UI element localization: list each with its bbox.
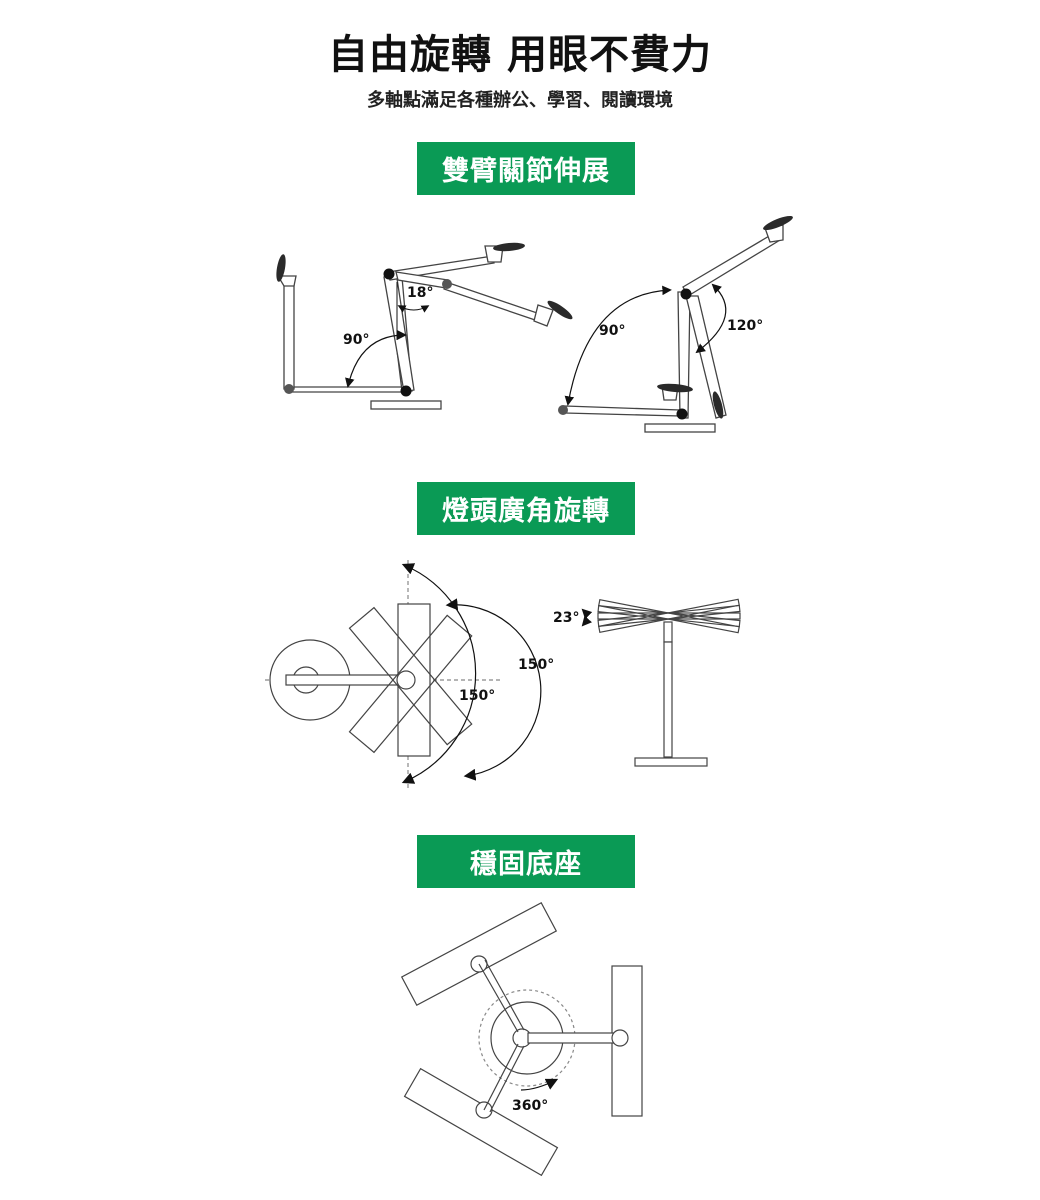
section-badge-arm-extension: 雙臂關節伸展 xyxy=(417,142,635,195)
joint xyxy=(400,385,412,397)
angle-arc-90-right xyxy=(564,285,672,406)
angle-label-120: 120° xyxy=(727,318,763,334)
angle-label-150-outer: 150° xyxy=(518,657,554,673)
section-badge-stable-base: 穩固底座 xyxy=(417,835,635,888)
page-subtitle: 多軸點滿足各種辦公、學習、閱讀環境 xyxy=(367,90,673,111)
joint xyxy=(284,384,294,394)
rotation-arc-inner xyxy=(445,598,542,781)
angle-arc-18 xyxy=(397,305,430,313)
lamp-base xyxy=(644,423,716,433)
page-title: 自由旋轉 用眼不費力 xyxy=(328,32,712,78)
angle-label-90-left: 90° xyxy=(343,332,369,348)
rotation-arc-360 xyxy=(520,1078,559,1091)
base-rotation-view xyxy=(400,901,643,1177)
angle-arc-120 xyxy=(695,283,727,354)
joint xyxy=(558,405,568,415)
angle-label-90-right: 90° xyxy=(599,323,625,339)
angle-label-23: 23° xyxy=(553,610,579,626)
lamp-head-lower xyxy=(403,1067,559,1177)
joint xyxy=(676,408,688,420)
tilt-arc-23 xyxy=(581,608,593,627)
joint xyxy=(680,288,692,300)
section-badge-head-rotation: 燈頭廣角旋轉 xyxy=(417,482,635,535)
joint xyxy=(383,268,395,280)
angle-label-150-inner: 150° xyxy=(459,688,495,704)
angle-arc-90-left xyxy=(345,330,407,388)
lamp-base xyxy=(634,757,708,767)
lamp-head-upper xyxy=(400,901,558,1007)
side-view-lamp xyxy=(597,598,741,767)
joint xyxy=(442,279,452,289)
angle-label-18: 18° xyxy=(407,285,433,301)
angle-label-360: 360° xyxy=(512,1098,548,1114)
lamp-base xyxy=(370,400,442,410)
